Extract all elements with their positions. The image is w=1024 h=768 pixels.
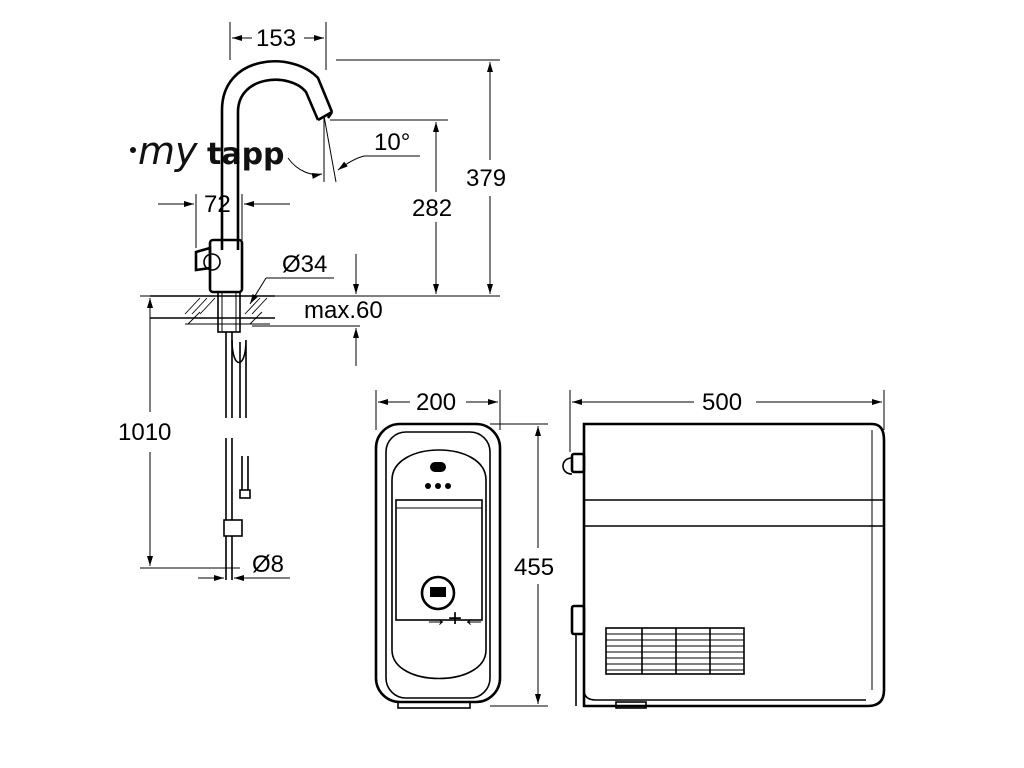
svg-text:455: 455 [514,554,554,581]
svg-text:max.60: max.60 [304,297,383,324]
svg-text:Ø8: Ø8 [252,551,284,578]
dim-unit-depth: 500 [569,389,885,452]
faucet-drawing [194,60,334,580]
dim-max-deck: max.60 [252,254,383,366]
countertop-section [150,295,275,325]
dim-body-width: 72 [158,191,290,248]
dim-spout-height: 282 [330,119,452,294]
display-label: →+← [424,605,486,632]
dim-hose-diameter: Ø8 [198,551,290,581]
dim-total-height: 379 [336,59,506,294]
display-icon [420,575,456,611]
svg-text:tapp: tapp [207,137,285,172]
dim-body-diameter: Ø34 [249,251,334,305]
unit-front-view: →+← [374,422,502,709]
svg-text:200: 200 [416,389,456,416]
svg-text:72: 72 [204,191,231,218]
indicator-icon [430,462,446,472]
svg-text:my: my [138,129,198,173]
svg-text:Ø34: Ø34 [282,251,327,278]
svg-text:153: 153 [256,25,296,52]
svg-text:500: 500 [702,389,742,416]
dim-spout-reach: 153 [229,22,327,70]
svg-text:10°: 10° [374,129,410,156]
svg-text:379: 379 [466,165,506,192]
vent-grille [605,627,745,675]
dim-unit-width: 200 [375,389,501,430]
svg-text:1010: 1010 [118,419,171,446]
svg-text:282: 282 [412,195,452,222]
dim-hose-length: 1010 [118,295,240,569]
unit-side-view [562,422,886,709]
mytapp-logo: my tapp [130,129,285,173]
dim-unit-height: 455 [490,423,554,707]
dim-spout-angle: 10° [287,115,420,183]
